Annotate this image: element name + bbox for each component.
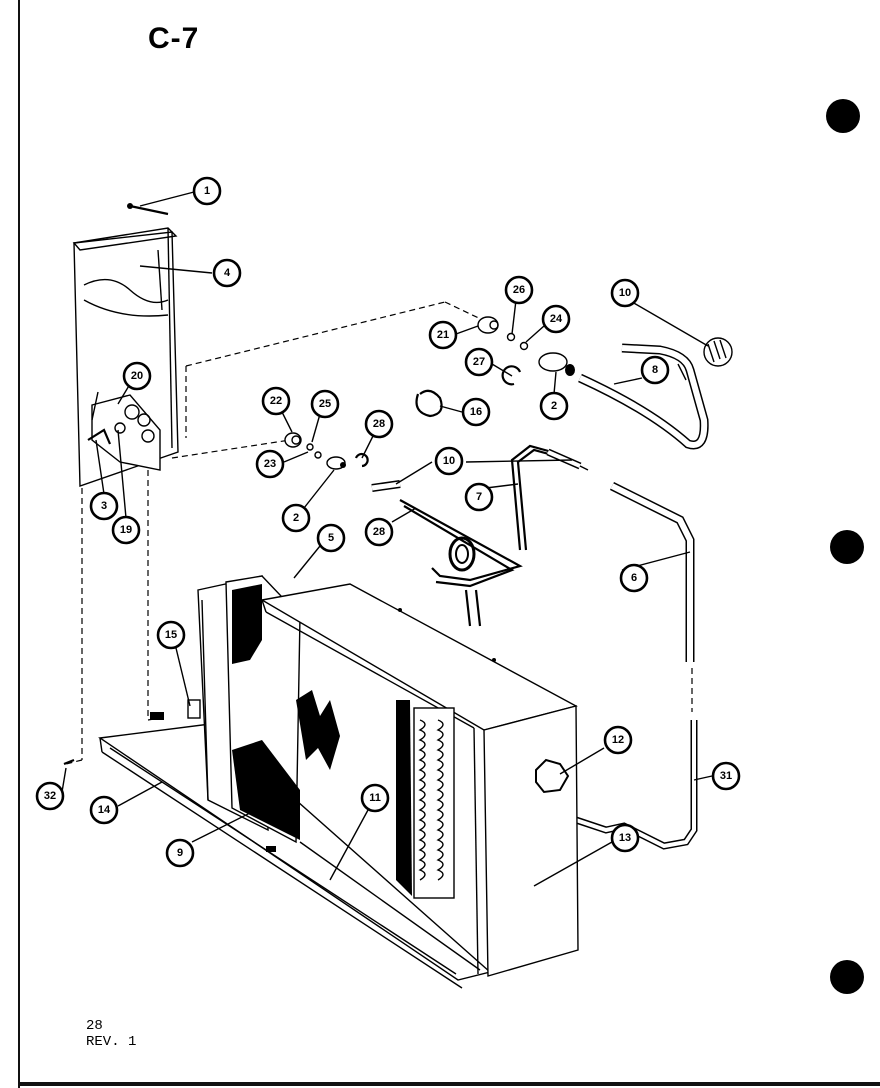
callout-32: 32	[35, 781, 65, 811]
callout-7: 7	[464, 482, 494, 512]
capillary-tube	[371, 480, 523, 627]
cabinet	[260, 583, 579, 977]
svg-text:22: 22	[270, 395, 282, 407]
callout-1: 1	[192, 176, 222, 206]
callout-23: 23	[255, 449, 285, 479]
callout-16: 16	[461, 397, 491, 427]
svg-text:8: 8	[652, 364, 658, 376]
callout-19: 19	[111, 515, 141, 545]
callout-28: 28	[364, 517, 394, 547]
svg-text:2: 2	[293, 512, 299, 524]
discharge-tube	[578, 337, 733, 450]
callout-31: 31	[711, 761, 741, 791]
page-number: 28	[86, 1018, 103, 1034]
svg-text:5: 5	[328, 532, 334, 544]
svg-text:25: 25	[319, 398, 331, 410]
part-callouts: 1 4 20 3 19 22 25 28 23 2 5 28 10 7 16 2…	[35, 176, 741, 868]
binder-hole-marker	[830, 960, 864, 994]
svg-text:2: 2	[551, 400, 557, 412]
svg-text:15: 15	[165, 629, 177, 641]
svg-text:16: 16	[470, 406, 482, 418]
svg-text:1: 1	[204, 185, 210, 197]
callout-5: 5	[316, 523, 346, 553]
svg-text:21: 21	[437, 329, 449, 341]
page-left-border	[18, 0, 20, 1088]
svg-text:28: 28	[373, 526, 385, 538]
svg-text:19: 19	[120, 524, 132, 536]
svg-text:32: 32	[44, 790, 56, 802]
callout-11: 11	[360, 783, 390, 813]
fitting-set-right	[477, 316, 575, 386]
svg-text:28: 28	[373, 418, 385, 430]
callout-6: 6	[619, 563, 649, 593]
callout-26: 26	[504, 275, 534, 305]
callout-25: 25	[310, 389, 340, 419]
callout-2: 2	[539, 391, 569, 421]
callout-24: 24	[541, 304, 571, 334]
svg-text:11: 11	[369, 792, 381, 804]
control-panel	[72, 227, 179, 487]
svg-text:13: 13	[619, 832, 631, 844]
callout-10: 10	[610, 278, 640, 308]
svg-text:10: 10	[443, 455, 455, 467]
callout-15: 15	[156, 620, 186, 650]
svg-text:31: 31	[720, 770, 732, 782]
callout-14: 14	[89, 795, 119, 825]
svg-text:4: 4	[224, 267, 231, 279]
svg-text:23: 23	[264, 458, 276, 470]
svg-text:10: 10	[619, 287, 631, 299]
suction-tube	[510, 444, 589, 551]
callout-9: 9	[165, 838, 195, 868]
svg-text:27: 27	[473, 356, 485, 368]
svg-text:12: 12	[612, 734, 624, 746]
page-bottom-border	[18, 1082, 880, 1086]
callout-8: 8	[640, 355, 670, 385]
callout-27: 27	[464, 347, 494, 377]
page-footer: 28 REV. 1	[86, 1018, 136, 1050]
screw	[127, 203, 169, 216]
callout-12: 12	[603, 725, 633, 755]
tube-clip	[415, 389, 443, 418]
fitting-set-left	[284, 432, 369, 470]
callout-3: 3	[89, 491, 119, 521]
svg-text:6: 6	[631, 572, 637, 584]
return-tube	[574, 481, 698, 850]
callout-13: 13	[610, 823, 640, 853]
leader-lines	[61, 191, 713, 887]
binder-hole-marker	[826, 99, 860, 133]
svg-text:3: 3	[101, 500, 107, 512]
callout-20: 20	[122, 361, 152, 391]
svg-text:7: 7	[476, 491, 482, 503]
svg-text:9: 9	[177, 847, 183, 859]
condenser-coil	[187, 575, 412, 896]
svg-text:26: 26	[513, 284, 525, 296]
callout-21: 21	[428, 320, 458, 350]
base-pan	[63, 709, 492, 989]
callout-22: 22	[261, 386, 291, 416]
binder-hole-marker	[830, 530, 864, 564]
callout-10: 10	[434, 446, 464, 476]
svg-text:14: 14	[98, 804, 111, 816]
svg-text:24: 24	[550, 313, 563, 325]
callout-2: 2	[281, 503, 311, 533]
page-title: C-7	[148, 22, 200, 55]
revision-label: REV. 1	[86, 1034, 137, 1050]
callout-28: 28	[364, 409, 394, 439]
callout-4: 4	[212, 258, 242, 288]
svg-text:20: 20	[131, 370, 143, 382]
